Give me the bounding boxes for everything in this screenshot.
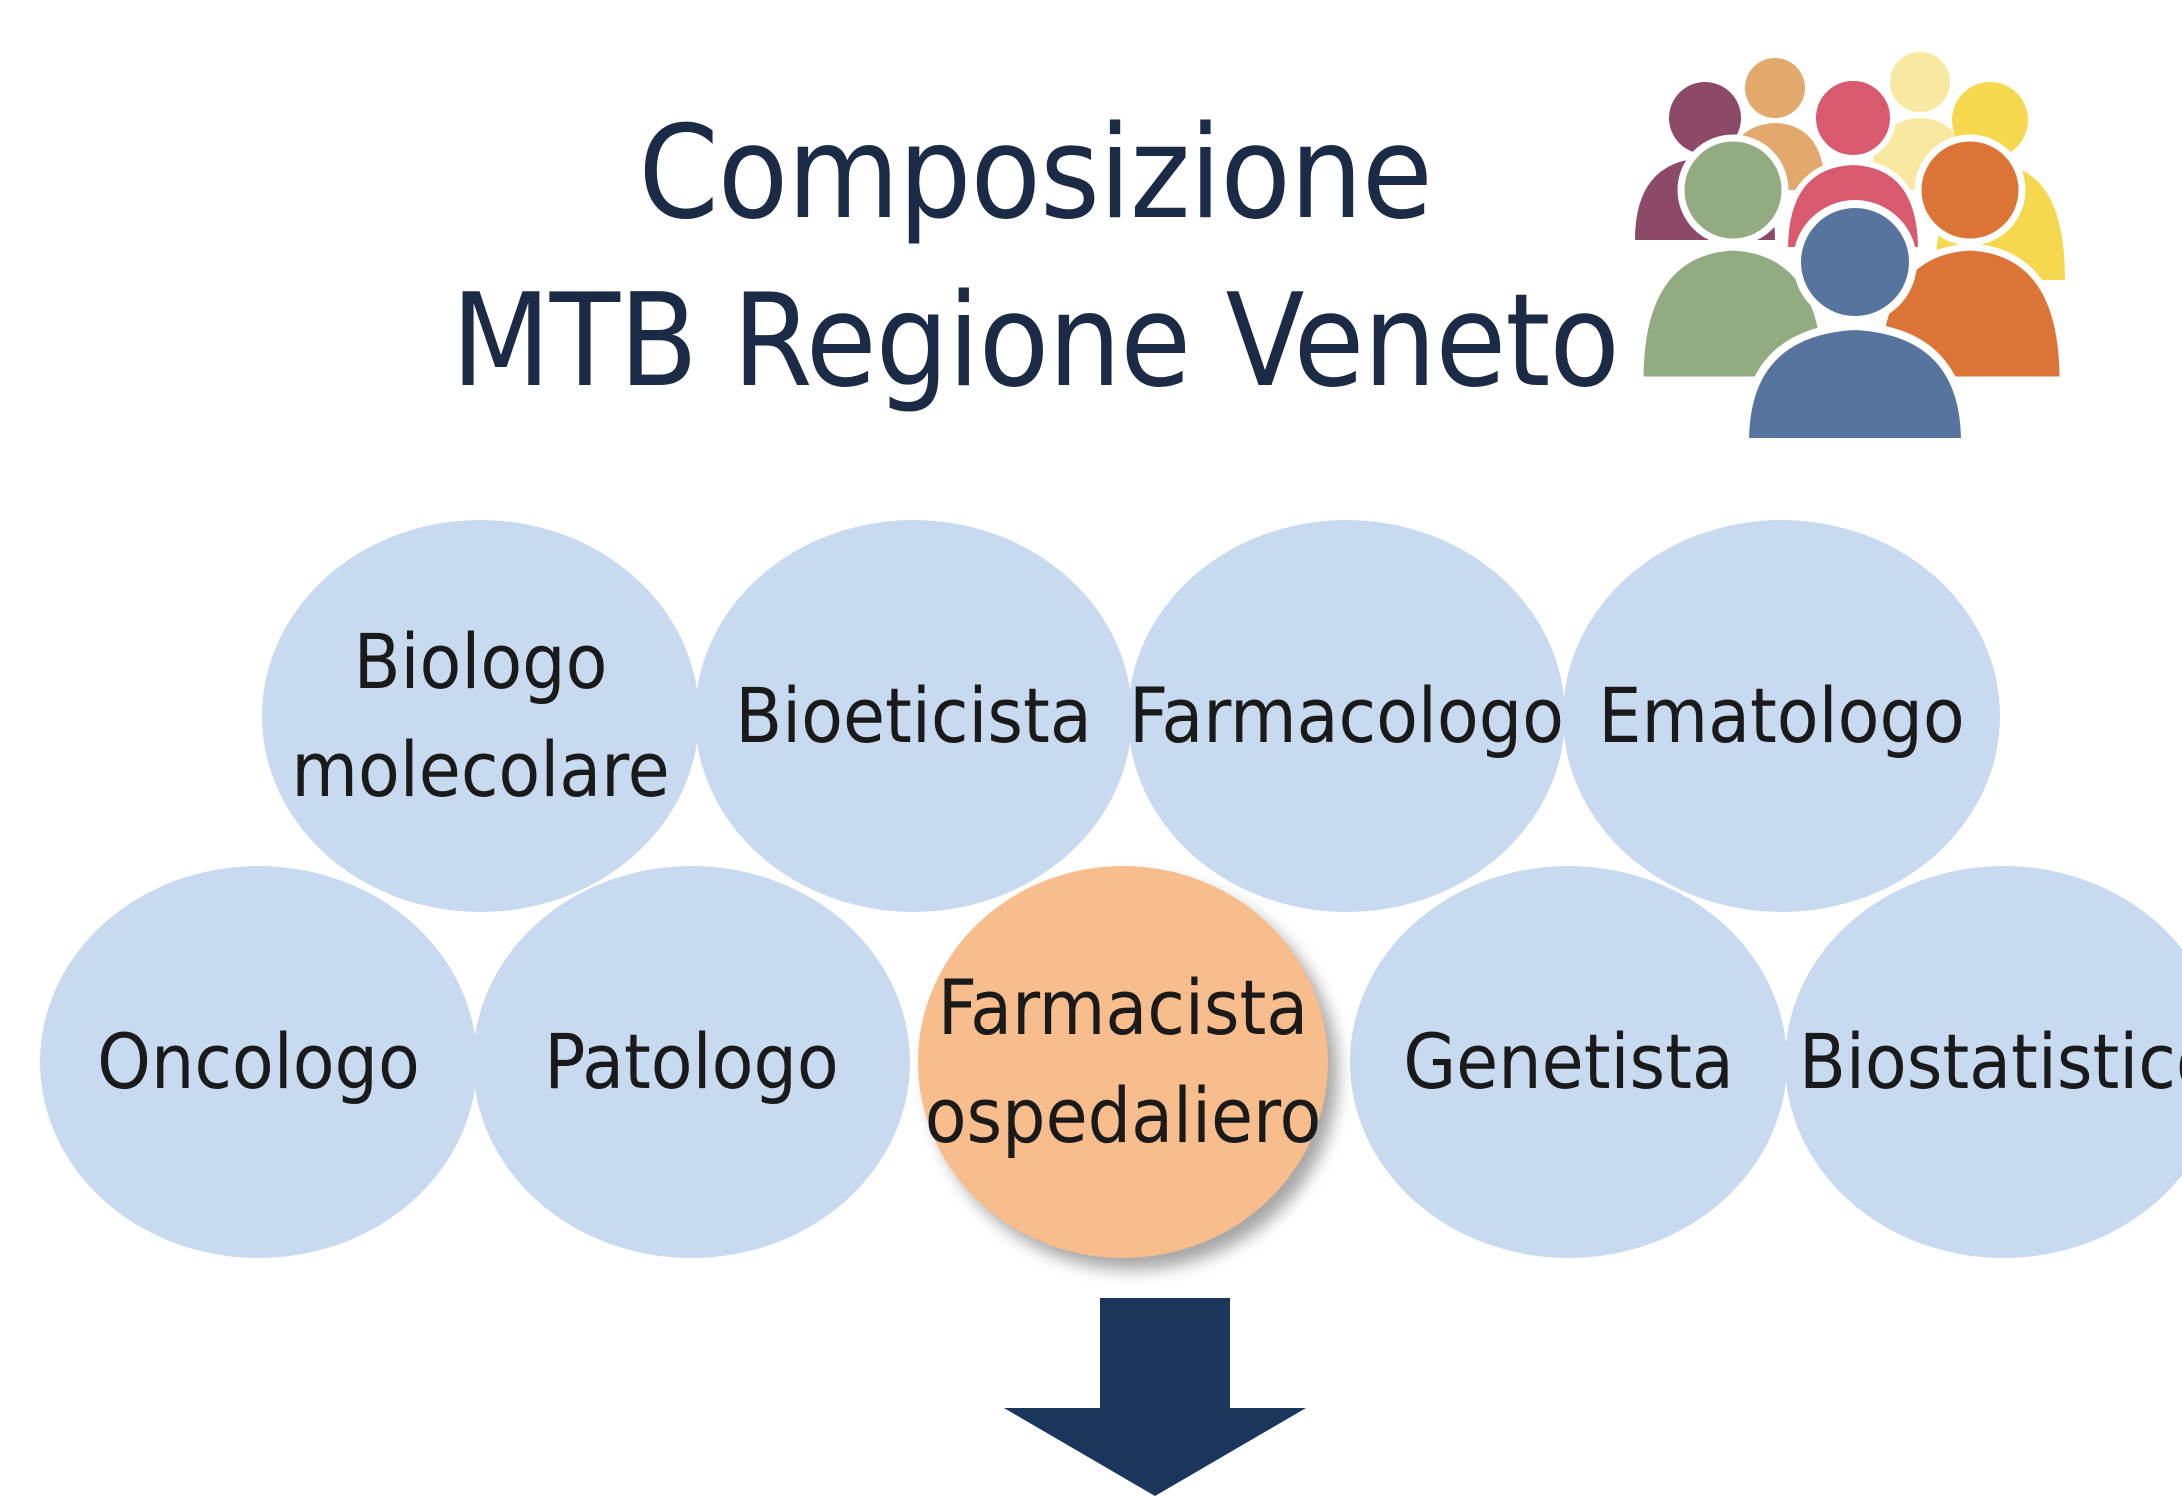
role-circle-biostatistico: Biostatistico [1785,866,2182,1258]
role-label: Bioeticista [735,671,1092,760]
role-label: Farmacista ospedaliero [924,963,1322,1160]
people-group-icon [1635,52,2067,446]
role-circle-ematologo: Ematologo [1563,520,2000,912]
role-circle-patologo: Patologo [473,866,910,1258]
role-label: Patologo [544,1017,839,1106]
down-arrow-icon [1004,1298,1306,1496]
title-line-2: MTB Regione Veneto [451,267,1620,416]
role-label: Biostatistico [1799,1017,2182,1106]
role-circle-biologo-molecolare: Biologo molecolare [262,520,699,912]
title-line-1: Composizione [638,99,1432,248]
role-label: Genetista [1403,1017,1734,1106]
role-label: Farmacologo [1129,671,1564,760]
role-circle-farmacologo: Farmacologo [1128,520,1565,912]
role-circle-genetista: Genetista [1350,866,1787,1258]
role-label: Ematologo [1598,671,1965,760]
role-circle-bioeticista: Bioeticista [695,520,1132,912]
person-blue-icon [1740,200,1970,446]
page-title: Composizione MTB Regione Veneto [420,90,1650,426]
role-circle-oncologo: Oncologo [40,866,477,1258]
role-label: Biologo molecolare [291,617,670,814]
role-label: Oncologo [97,1017,420,1106]
role-circle-farmacista-ospedaliero: Farmacista ospedaliero [918,866,1328,1258]
